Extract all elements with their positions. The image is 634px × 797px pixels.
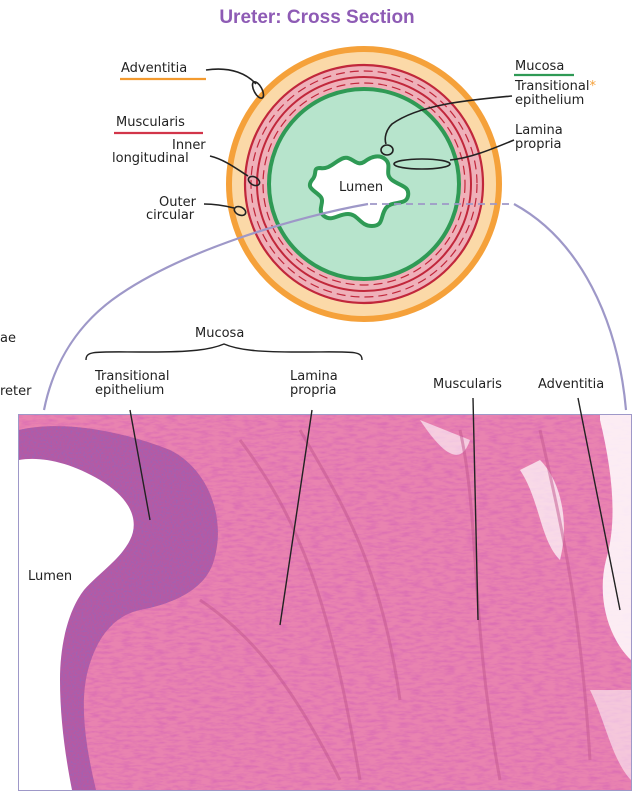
transitional-marker <box>380 144 394 156</box>
circular-label: circular <box>146 208 195 223</box>
micro-epithelium-label: epithelium <box>95 383 165 398</box>
micro-lumen <box>19 458 134 790</box>
micro-adventitia-label: Adventitia <box>538 377 605 392</box>
micro-transitional-label: Transitional <box>95 369 170 384</box>
zoom-connector-right <box>513 203 628 411</box>
micro-propria-label: propria <box>290 383 337 398</box>
cutoff-text-1: ae <box>0 331 16 346</box>
lamina-label: Lamina <box>515 123 563 138</box>
transitional-label: Transitional* <box>515 79 596 94</box>
muscularis-label: Muscularis <box>116 115 185 130</box>
micro-lamina-label: Lamina <box>290 369 338 384</box>
micro-adventitia-leader <box>577 397 621 611</box>
figure-title: Ureter: Cross Section <box>219 7 415 28</box>
cutoff-text-2: reter <box>0 384 32 399</box>
zoom-connector-left <box>42 202 369 411</box>
mucosa-brace <box>85 343 363 361</box>
outer-label: Outer <box>159 195 196 210</box>
epithelium-label: epithelium <box>515 93 585 108</box>
micro-muscularis-leader <box>472 397 479 621</box>
mucosa-label: Mucosa <box>515 59 565 74</box>
inner-marker <box>247 175 261 187</box>
lumen-label: Lumen <box>339 180 384 195</box>
muscularis-line <box>256 76 472 292</box>
micro-transitional-leader <box>129 409 151 521</box>
propria-label: propria <box>515 137 562 152</box>
inner-leader <box>209 155 249 177</box>
micrograph <box>18 343 632 791</box>
lamina-marker <box>393 158 451 170</box>
micro-muscularis-label: Muscularis <box>433 377 502 392</box>
micro-mucosa-label: Mucosa <box>195 326 245 341</box>
inner-label: Inner <box>172 138 206 153</box>
transitional-leader <box>384 95 513 145</box>
lumen-shape <box>307 154 411 229</box>
outer-leader <box>203 203 235 209</box>
muscularis-line <box>262 82 466 286</box>
adventitia-label: Adventitia <box>121 61 188 76</box>
outer-marker <box>233 205 247 217</box>
longitudinal-label: longitudinal <box>112 151 189 166</box>
lamina-leader <box>449 139 515 161</box>
cross-section-diagram <box>42 46 628 411</box>
micro-lamina-leader <box>279 409 313 626</box>
transitional-asterisk: * <box>589 79 596 94</box>
adventitia-marker <box>251 81 265 99</box>
micro-lumen-label: Lumen <box>28 569 73 584</box>
adventitia-leader <box>205 68 257 85</box>
